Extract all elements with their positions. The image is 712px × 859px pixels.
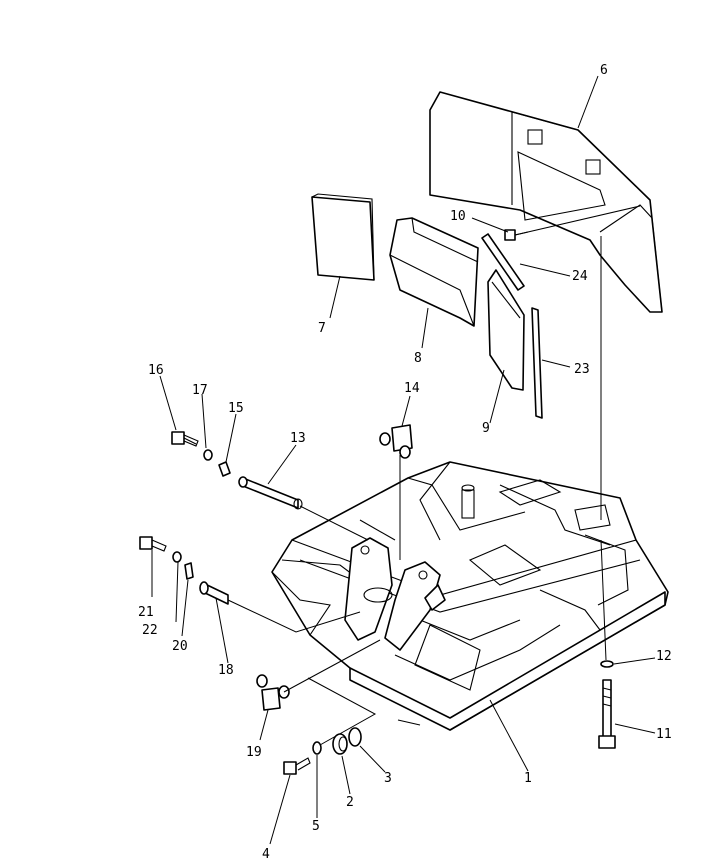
washer-12 <box>600 660 614 668</box>
callout-5: 5 <box>312 819 320 834</box>
bolt-11 <box>598 679 616 749</box>
floor-frame <box>271 461 669 731</box>
bolt-4 <box>283 757 311 775</box>
callout-3: 3 <box>384 771 392 786</box>
clip-20 <box>184 562 194 580</box>
callout-11: 11 <box>656 727 672 742</box>
seal-strip-23 <box>531 307 543 419</box>
side-panel <box>487 269 525 391</box>
clip-15 <box>218 461 231 477</box>
washer-17 <box>203 449 213 461</box>
pin-13 <box>238 476 303 510</box>
callout-18: 18 <box>218 663 234 678</box>
cover-panel <box>429 91 663 313</box>
callout-15: 15 <box>228 401 244 416</box>
callout-19: 19 <box>246 745 262 760</box>
bushing-3 <box>348 727 362 747</box>
callout-7: 7 <box>318 321 326 336</box>
callout-23: 23 <box>574 362 590 377</box>
callout-16: 16 <box>148 363 164 378</box>
bolt-16 <box>171 431 199 447</box>
callout-6: 6 <box>600 63 608 78</box>
bracket-plate <box>389 217 479 327</box>
bolt-21 <box>139 536 167 552</box>
callout-17: 17 <box>192 383 208 398</box>
callout-leaders <box>151 75 656 845</box>
pin-18 <box>199 581 229 605</box>
hinge-plate-14 <box>379 424 413 459</box>
callout-14: 14 <box>404 381 420 396</box>
callout-21: 21 <box>138 605 154 620</box>
seat-pad <box>311 193 375 281</box>
seat-bracket <box>344 537 446 651</box>
callout-8: 8 <box>414 351 422 366</box>
callout-9: 9 <box>482 421 490 436</box>
callout-12: 12 <box>656 649 672 664</box>
callout-24: 24 <box>572 269 588 284</box>
assembly-lines <box>227 205 641 746</box>
callout-numbers: 6 10 24 7 8 23 9 14 16 17 15 13 21 22 20… <box>138 63 672 859</box>
callout-22: 22 <box>142 623 158 638</box>
callout-4: 4 <box>262 847 270 859</box>
washer-22 <box>172 551 182 563</box>
callout-20: 20 <box>172 639 188 654</box>
callout-2: 2 <box>346 795 354 810</box>
hinge-plate-19 <box>256 674 290 711</box>
callout-13: 13 <box>290 431 306 446</box>
washer-5 <box>312 741 322 755</box>
seal-strip-24 <box>481 233 525 291</box>
callout-1: 1 <box>524 771 532 786</box>
callout-10: 10 <box>450 209 466 224</box>
